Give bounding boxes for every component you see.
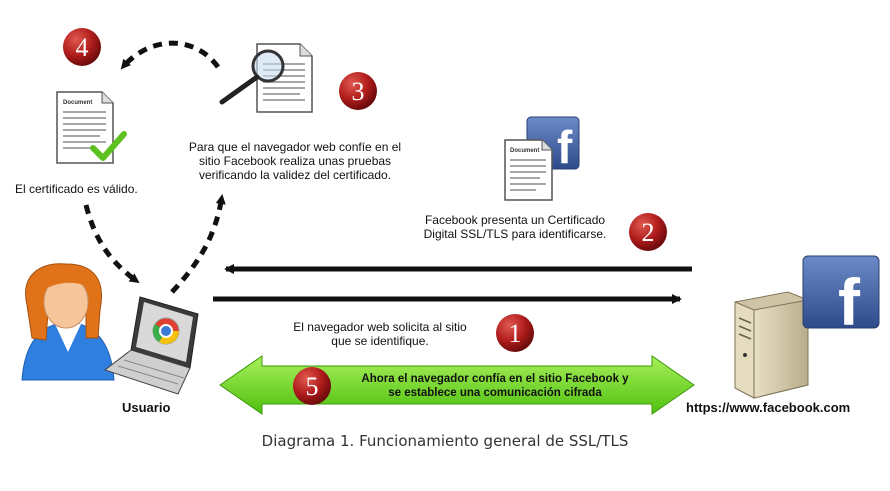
step-number: 3 [352, 77, 365, 106]
secure-channel-arrow [219, 355, 695, 415]
step-number: 4 [76, 33, 89, 62]
step2-line: Facebook presenta un Certificado [424, 213, 606, 227]
step3-line: Para que el navegador web confíe en el [188, 140, 402, 154]
valid-document-icon: Document [56, 91, 127, 164]
step-badge-5: 5 [293, 367, 331, 405]
arrow-user-to-check [83, 204, 140, 285]
step3-line: verificando la validez del certificado. [198, 168, 392, 182]
step-number: 2 [642, 218, 655, 247]
step-badge-1: 1 [496, 314, 534, 352]
step4-text: El certificado es válido. [15, 182, 138, 196]
step1-text: El navegador web solicita al sitio que s… [275, 320, 485, 348]
step1-line: que se identifique. [331, 334, 429, 348]
facebook-logo: f [838, 265, 861, 339]
step-badge-3: 3 [339, 72, 377, 110]
facebook-certificate-icon: f Document [504, 116, 580, 201]
step-number: 5 [306, 372, 319, 401]
checkmark-icon [90, 131, 127, 161]
document-magnifier-icon [219, 43, 313, 113]
step-number: 1 [509, 319, 522, 348]
step5-text: Ahora el navegador confía en el sitio Fa… [335, 372, 655, 400]
step5-line: se establece una comunicación cifrada [388, 387, 602, 399]
step1-line: El navegador web solicita al sitio [293, 320, 467, 334]
user-label: Usuario [122, 400, 171, 415]
user-avatar-icon [21, 263, 115, 381]
document-title: Document [63, 100, 92, 106]
laptop-browser-icon [103, 296, 199, 395]
step2-line: Digital SSL/TLS para identificarse. [423, 227, 607, 241]
step-badge-4: 4 [63, 28, 101, 66]
site-url-label: https://www.facebook.com [686, 400, 851, 415]
step3-text: Para que el navegador web confíe en el s… [180, 140, 410, 182]
step3-line: sitio Facebook realiza unas pruebas [198, 154, 392, 168]
step2-text: Facebook presenta un Certificado Digital… [395, 213, 635, 241]
facebook-logo: f [557, 121, 573, 173]
server-icon: f [734, 255, 880, 399]
arrow-3-to-4 [120, 40, 221, 70]
arrow-user-to-verify [170, 194, 226, 294]
document-title: Document [510, 148, 539, 154]
figure-caption: Diagrama 1. Funcionamiento general de SS… [261, 432, 629, 450]
step-badge-2: 2 [629, 213, 667, 251]
step5-line: Ahora el navegador confía en el sitio Fa… [361, 373, 629, 385]
